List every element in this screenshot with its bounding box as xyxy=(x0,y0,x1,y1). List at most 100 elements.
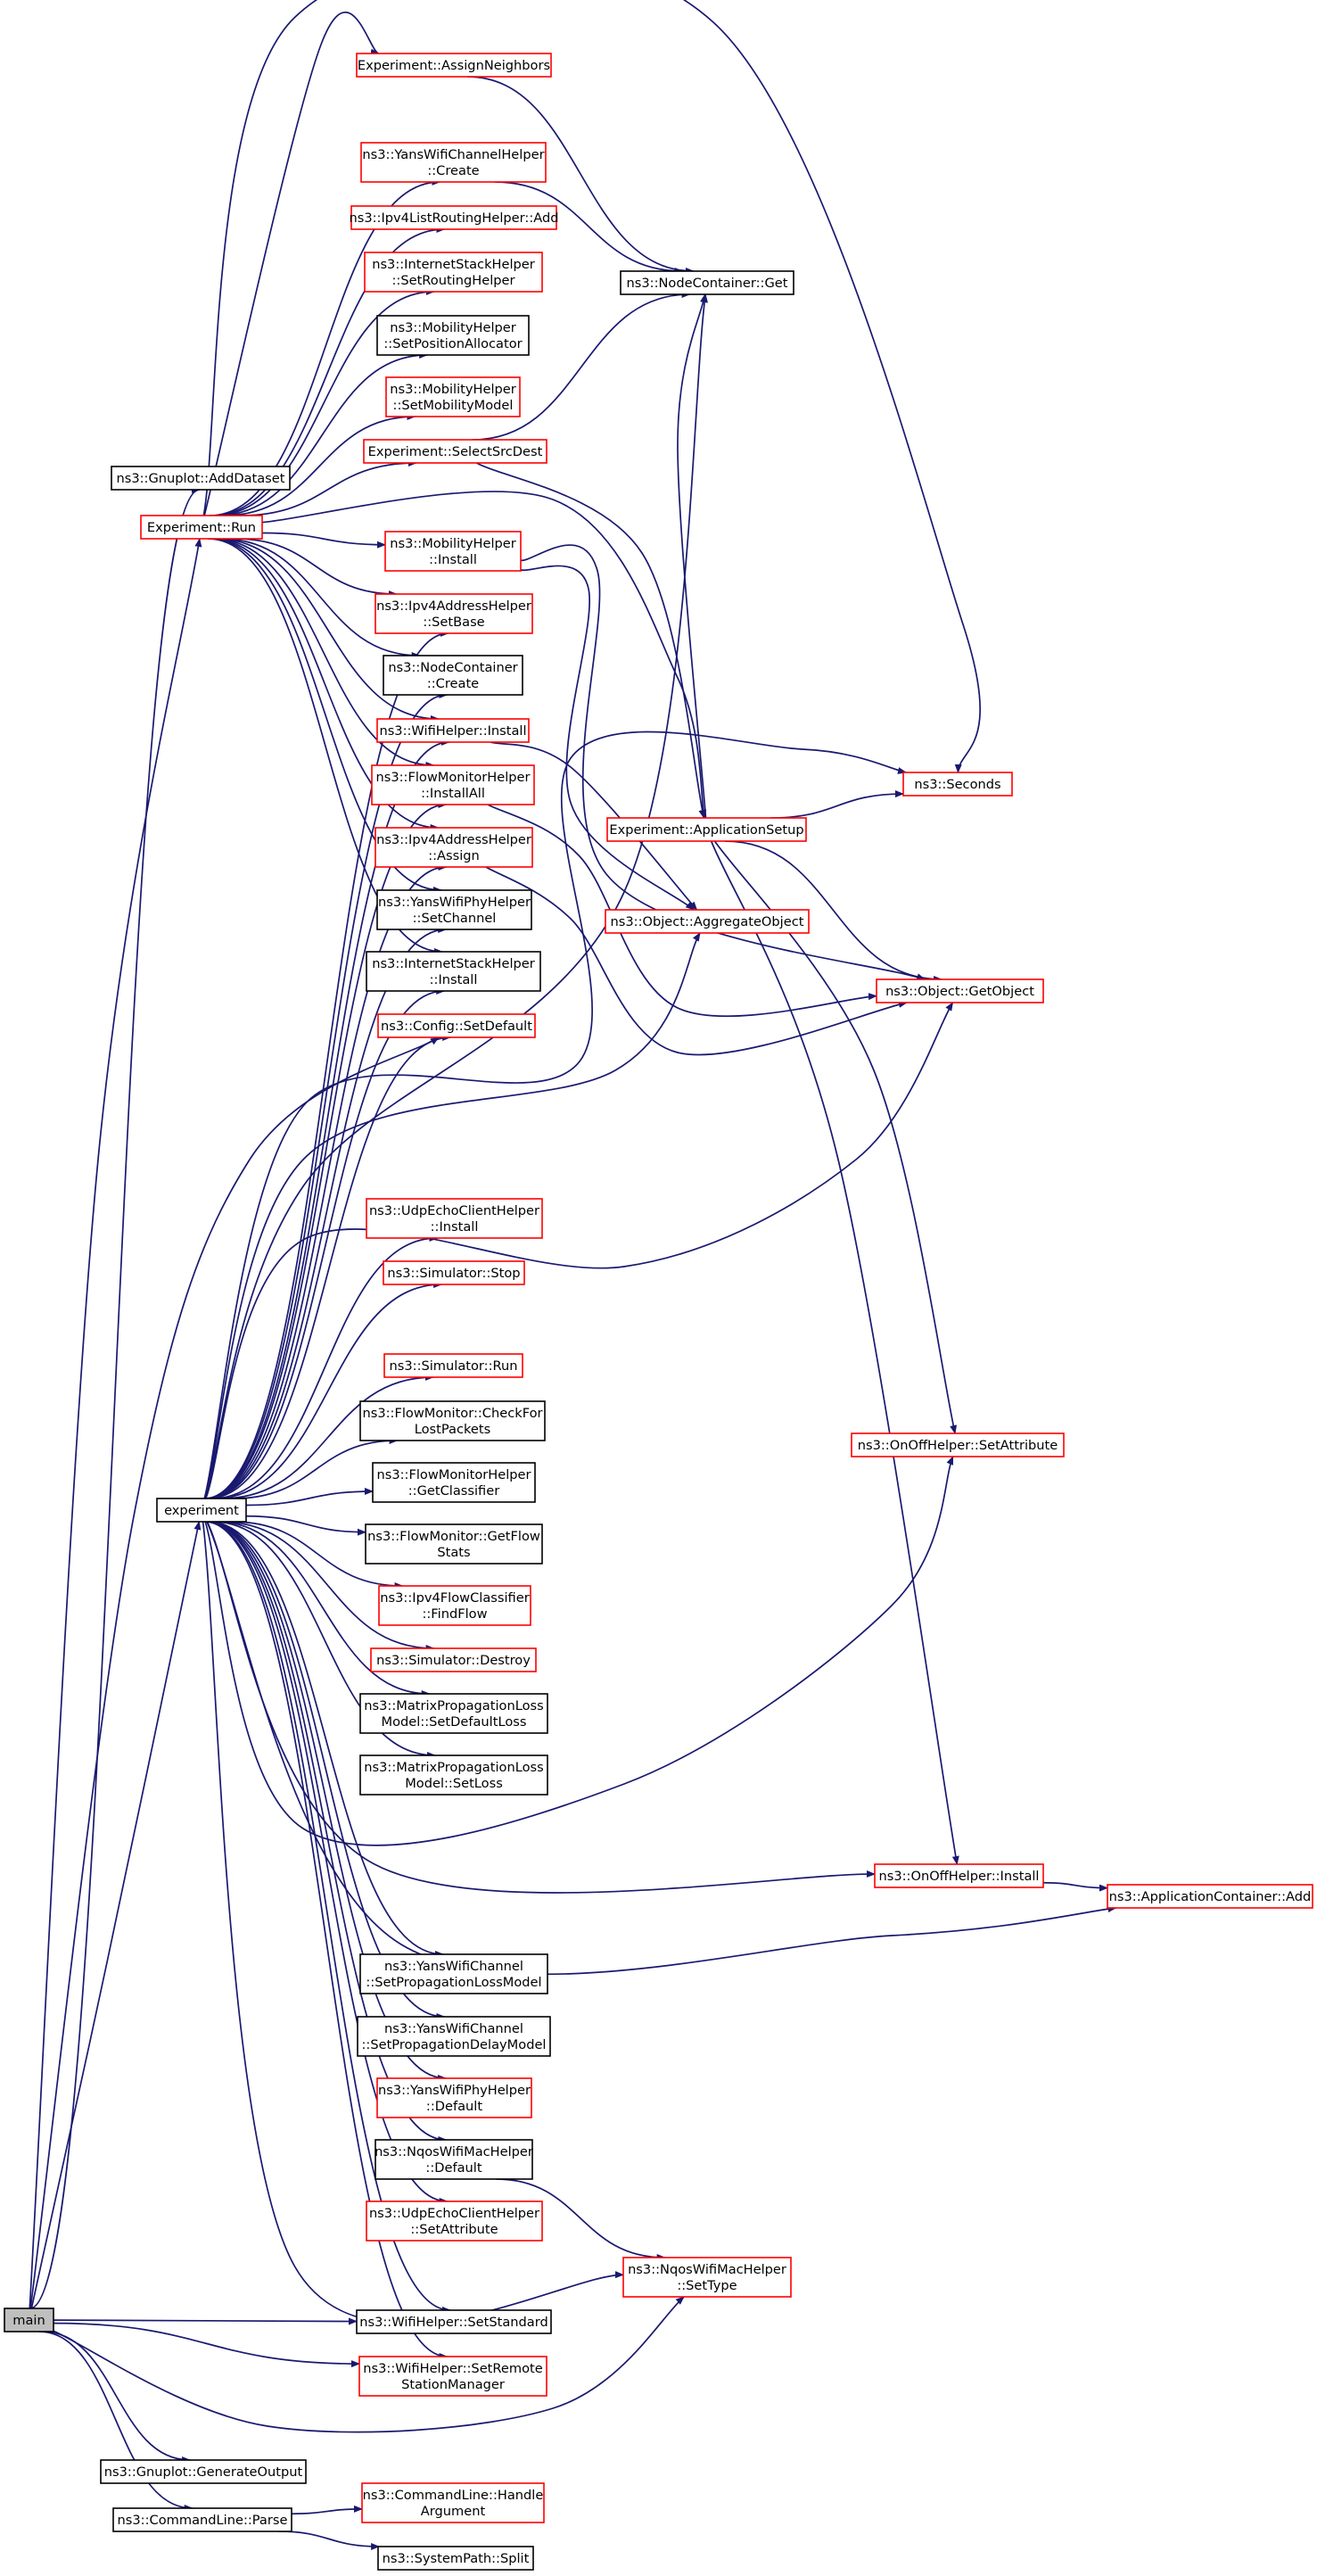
node-experiment_run[interactable]: Experiment::Run xyxy=(140,515,263,540)
node-label-line: ns3::MobilityHelper xyxy=(390,382,516,397)
node-select_src_dest[interactable]: Experiment::SelectSrcDest xyxy=(363,439,547,464)
node-label-line: ::Default xyxy=(425,2160,482,2176)
node-config_setdefault[interactable]: ns3::Config::SetDefault xyxy=(377,1013,536,1038)
node-label-line: ns3::Config::SetDefault xyxy=(381,1019,532,1034)
node-box xyxy=(383,1260,525,1285)
node-gnuplot_generateoutput: ns3::Gnuplot::GenerateOutput xyxy=(100,2459,307,2484)
node-box xyxy=(363,439,547,464)
edge-experiment_run-to-assign_neighbors xyxy=(203,12,380,516)
node-box xyxy=(111,466,291,491)
node-yansphy_default[interactable]: ns3::YansWifiPhyHelper::Default xyxy=(376,2077,532,2118)
edge-onoff_install-to-appcontainer_add xyxy=(1042,1881,1108,1892)
node-seconds[interactable]: ns3::Seconds xyxy=(902,772,1013,797)
edge-experiment_run-to-yansphy_setchannel xyxy=(209,538,442,894)
node-label-line: ns3::MobilityHelper xyxy=(390,320,516,335)
edge-experiment-to-yanschannel_setloss xyxy=(208,1521,445,1958)
node-box xyxy=(4,2308,54,2332)
node-flowmonhelper_installall[interactable]: ns3::FlowMonitorHelper::InstallAll xyxy=(371,764,535,805)
edge-experiment-to-onoff_install xyxy=(206,1521,876,1894)
node-box xyxy=(365,1523,543,1565)
node-label-line: ::InstallAll xyxy=(421,786,485,801)
edge-experiment_run-to-nodecontainer_create xyxy=(221,538,421,659)
node-label-line: ns3::InternetStackHelper xyxy=(372,956,535,971)
node-label-line: ::SetType xyxy=(677,2278,737,2293)
node-box xyxy=(376,718,530,743)
node-internetstack_setrouting[interactable]: ns3::InternetStackHelper::SetRoutingHelp… xyxy=(364,252,543,293)
edge-experiment-to-nqosmac_settype xyxy=(202,1521,624,2324)
node-label-line: ns3::FlowMonitorHelper xyxy=(376,1467,531,1482)
node-yanschannel_setloss: ns3::YansWifiChannel::SetPropagationLoss… xyxy=(359,1953,548,1994)
node-label-line: ns3::CommandLine::Handle xyxy=(363,2488,544,2503)
edge-experiment-to-flowmon_checklost xyxy=(234,1437,399,1499)
node-aggregate_object[interactable]: ns3::Object::AggregateObject xyxy=(605,909,810,934)
node-simulator_destroy[interactable]: ns3::Simulator::Destroy xyxy=(370,1647,537,1672)
node-box xyxy=(376,315,530,356)
node-appcontainer_add[interactable]: ns3::ApplicationContainer::Add xyxy=(1107,1884,1313,1909)
node-label-line: ns3::Object::AggregateObject xyxy=(611,914,804,929)
node-box xyxy=(383,1353,523,1378)
node-box xyxy=(874,1863,1044,1888)
node-label-line: LostPackets xyxy=(415,1422,490,1437)
node-label-line: ns3::ApplicationContainer::Add xyxy=(1109,1889,1312,1904)
node-label-line: experiment xyxy=(164,1503,239,1518)
node-label-line: Experiment::AssignNeighbors xyxy=(358,58,550,73)
node-box xyxy=(385,376,521,417)
node-mobility_install[interactable]: ns3::MobilityHelper::Install xyxy=(384,531,522,572)
edge-experiment-to-appcontainer_add xyxy=(206,1521,1117,1976)
node-ipv4flowclassifier_findflow[interactable]: ns3::Ipv4FlowClassifier::FindFlow xyxy=(378,1585,531,1626)
edge-experiment-to-matrixloss_setloss xyxy=(212,1521,437,1759)
node-label-line: ::SetRoutingHelper xyxy=(392,273,515,288)
node-label-line: ns3::FlowMonitorHelper xyxy=(375,770,530,785)
node-box xyxy=(378,1585,531,1626)
node-box xyxy=(112,2507,292,2532)
node-label-line: ns3::NqosWifiMacHelper xyxy=(628,2262,786,2277)
node-label-line: ns3::Object::GetObject xyxy=(885,984,1034,999)
node-yanschannel_create[interactable]: ns3::YansWifiChannelHelper::Create xyxy=(360,142,547,183)
node-nqosmac_settype[interactable]: ns3::NqosWifiMacHelper::SetType xyxy=(622,2257,792,2298)
node-ipv4listrouting_add[interactable]: ns3::Ipv4ListRoutingHelper::Add xyxy=(349,205,559,230)
node-box xyxy=(377,2546,534,2571)
node-label-line: ::SetPropagationDelayModel xyxy=(362,2037,547,2052)
node-label-line: ::SetPropagationLossModel xyxy=(366,1975,541,1990)
edge-experiment-to-simulator_destroy xyxy=(220,1521,435,1652)
node-label-line: ns3::Seconds xyxy=(914,777,1000,792)
node-simulator_run[interactable]: ns3::Simulator::Run xyxy=(383,1353,523,1378)
node-label-line: ::GetClassifier xyxy=(408,1483,499,1499)
node-label-line: Model::SetDefaultLoss xyxy=(382,1714,527,1730)
node-udpechoclient_setattr[interactable]: ns3::UdpEchoClientHelper::SetAttribute xyxy=(366,2200,543,2242)
edge-mobility_install-to-get_object xyxy=(520,544,926,980)
node-get_object[interactable]: ns3::Object::GetObject xyxy=(876,978,1044,1003)
node-box xyxy=(370,1647,537,1672)
node-ipv4addr_assign[interactable]: ns3::Ipv4AddressHelper::Assign xyxy=(375,827,533,868)
node-onoff_setattribute[interactable]: ns3::OnOffHelper::SetAttribute xyxy=(851,1432,1065,1457)
edge-experiment-to-simulator_stop xyxy=(213,1281,443,1499)
edge-experiment-to-config_setdefault xyxy=(207,1034,452,1499)
edge-mobility_install-to-aggregate_object xyxy=(520,565,695,911)
node-box xyxy=(366,951,541,992)
edge-main-to-experiment xyxy=(30,1521,202,2309)
edge-experiment_run-to-mobility_setposalloc xyxy=(217,351,429,516)
node-wifihelper_install[interactable]: ns3::WifiHelper::Install xyxy=(376,718,530,743)
edge-select_src_dest-to-application_setup xyxy=(475,462,706,819)
node-assign_neighbors[interactable]: Experiment::AssignNeighbors xyxy=(356,53,552,78)
edge-experiment_run-to-application_setup xyxy=(261,491,707,819)
node-box xyxy=(902,772,1013,797)
node-box xyxy=(372,1462,536,1503)
node-label-line: ns3::YansWifiChannelHelper xyxy=(362,147,544,162)
node-label-line: Model::SetLoss xyxy=(405,1776,503,1791)
edge-experiment-to-wifihelper_setremote xyxy=(204,1521,449,2360)
node-label-line: ns3::WifiHelper::SetStandard xyxy=(359,2315,548,2330)
node-label-line: ns3::OnOffHelper::SetAttribute xyxy=(858,1438,1058,1453)
node-mobility_setmodel[interactable]: ns3::MobilityHelper::SetMobilityModel xyxy=(385,376,521,417)
node-simulator_stop[interactable]: ns3::Simulator::Stop xyxy=(383,1260,525,1285)
edge-experiment_run-to-mobility_install xyxy=(261,532,386,549)
node-box xyxy=(350,205,557,230)
node-label-line: ns3::YansWifiPhyHelper xyxy=(378,2083,531,2098)
node-onoff_install[interactable]: ns3::OnOffHelper::Install xyxy=(874,1863,1044,1888)
node-label-line: ns3::YansWifiChannel xyxy=(384,1959,523,1974)
node-ipv4addr_setbase[interactable]: ns3::Ipv4AddressHelper::SetBase xyxy=(375,593,533,634)
node-udpechoclient_install[interactable]: ns3::UdpEchoClientHelper::Install xyxy=(366,1198,543,1239)
node-application_setup[interactable]: Experiment::ApplicationSetup xyxy=(606,817,807,842)
